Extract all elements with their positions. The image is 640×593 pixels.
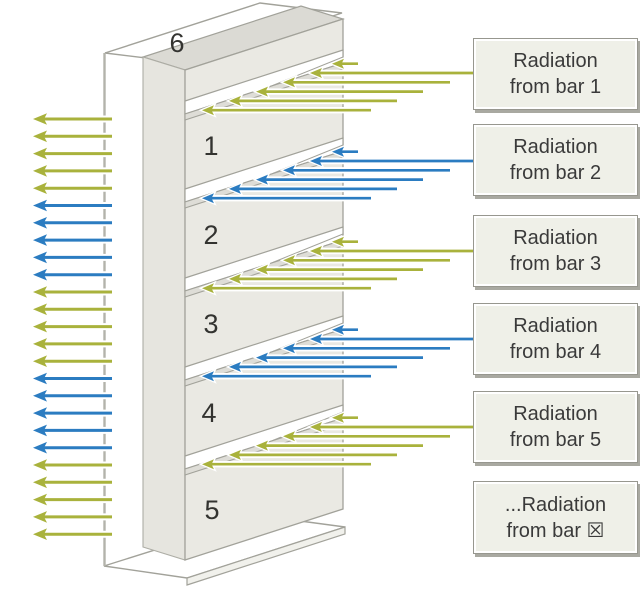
exit-arrow [29,456,112,474]
radiation-arrow [279,252,450,268]
radiation-label-bar4: Radiation from bar 4 [473,303,638,375]
radiation-arrow [328,322,358,338]
radiation-arrow [306,331,473,347]
radiation-label-bar1: Radiation from bar 1 [473,38,638,110]
bar-number: 2 [203,220,218,250]
radiation-label-bar2: Radiation from bar 2 [473,124,638,196]
exit-arrow [29,145,112,162]
exit-arrow [29,352,112,370]
exit-arrow [29,127,112,145]
bar-number: 5 [204,495,219,525]
exit-arrow [29,249,112,266]
radiation-label-bar-n: ...Radiation from bar ☒ [473,481,638,554]
exit-arrow [29,179,112,197]
exit-arrow [29,422,112,439]
radiation-arrow [225,359,397,375]
radiation-arrow [306,65,473,81]
exit-arrow [29,214,112,232]
exit-arrow [29,335,112,353]
radiation-arrow [198,102,371,118]
exit-arrow [29,110,112,128]
label-line1: Radiation [513,315,598,337]
label-line1: ...Radiation [504,493,607,516]
radiation-arrow [328,410,358,426]
exit-arrow [29,473,112,491]
radiation-arrow [279,340,450,356]
radiation-label-bar3: Radiation from bar 3 [473,215,638,287]
radiation-arrow [279,428,450,444]
radiation-arrow [306,153,473,169]
base-front-face [186,526,346,586]
label-line2: from bar 3 [509,253,602,275]
exit-arrow [29,370,112,387]
radiation-arrow [225,447,397,463]
bar-number: 1 [203,131,218,161]
exit-arrow [29,491,112,508]
label-line1: Radiation [513,136,598,158]
radiation-arrow [328,234,358,250]
exit-arrow [29,387,112,405]
radiation-arrow [225,93,397,109]
arrows-layer [29,56,473,543]
radiation-arrow [252,84,423,100]
exit-arrow [29,266,112,284]
label-line2: from bar ☒ [506,519,605,542]
exit-arrow [29,404,112,422]
radiation-arrow [198,190,371,206]
bar-number: 6 [169,28,184,58]
radiation-arrow [252,172,423,188]
exit-arrow [29,283,112,301]
radiation-arrow [252,350,423,366]
label-line2: from bar 1 [509,76,602,98]
bar-number: 4 [201,398,216,428]
radiation-arrow [252,438,423,454]
radiation-arrow [279,162,450,178]
radiation-arrow [306,243,473,259]
exit-arrow [29,231,112,249]
radiation-arrow [252,262,423,278]
radiation-arrow [328,56,358,72]
exit-arrow [29,318,112,335]
exit-arrow [29,508,112,526]
label-line1: Radiation [513,227,598,249]
exit-arrow [29,525,112,543]
bar-numbers-layer: 6 1 2 3 4 5 [169,28,219,525]
radiation-arrow [306,419,473,435]
label-line1: Radiation [513,403,598,425]
radiation-label-bar5: Radiation from bar 5 [473,391,638,463]
exit-arrow [29,162,112,180]
exit-arrow [29,300,112,318]
radiation-arrow [198,368,371,384]
exit-arrow [29,197,112,214]
slab-left-face [142,56,186,561]
radiation-arrow [225,271,397,287]
radiation-arrow [279,74,450,90]
bar-number: 3 [203,309,218,339]
label-line2: from bar 2 [509,162,602,184]
exit-arrow [29,439,112,457]
radiation-arrow [198,456,371,472]
radiation-arrow [225,181,397,197]
label-line2: from bar 4 [509,341,602,363]
label-line1: Radiation [513,50,598,72]
radiation-arrow [198,280,371,296]
label-line2: from bar 5 [509,429,602,451]
radiation-arrow [328,144,358,160]
